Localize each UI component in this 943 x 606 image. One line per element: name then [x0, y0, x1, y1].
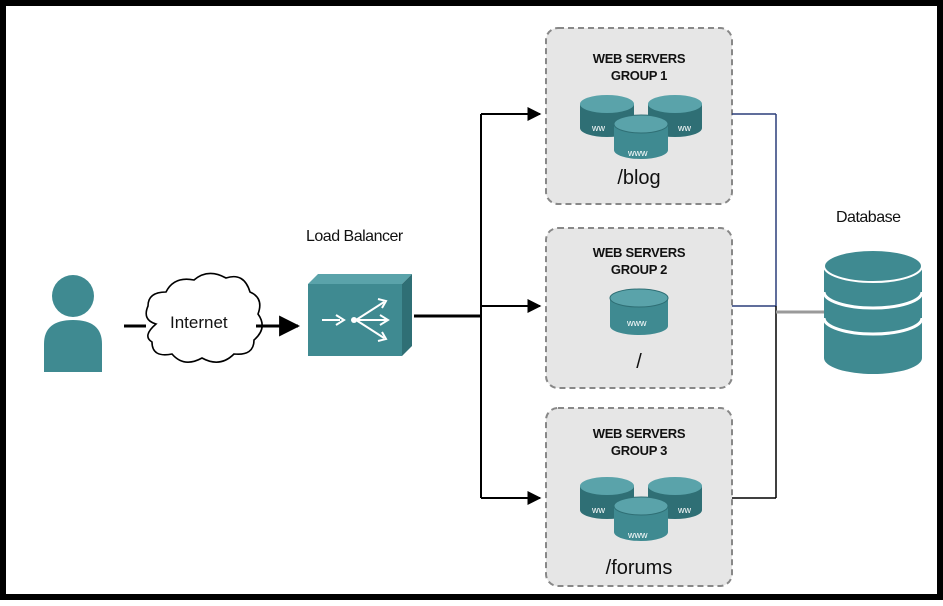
- group-1-server-cluster-icon: ww ww www: [580, 95, 702, 159]
- svg-text:ww: ww: [591, 505, 605, 515]
- group-1-title-line1: WEB SERVERS: [592, 51, 686, 66]
- group-1-title-line2: GROUP 1: [610, 68, 668, 83]
- group-3-server-cluster-icon: ww ww www: [580, 477, 702, 541]
- svg-text:ww: ww: [677, 505, 691, 515]
- group-1-title: WEB SERVERS GROUP 1: [544, 50, 734, 84]
- group-2-server-icon: www: [609, 288, 669, 335]
- group-3-path: /forums: [605, 557, 673, 579]
- svg-text:www: www: [627, 530, 648, 540]
- group-2-title-line1: WEB SERVERS: [592, 245, 686, 260]
- svg-text:www: www: [627, 148, 648, 158]
- group-2-title: WEB SERVERS GROUP 2: [544, 244, 734, 278]
- user-icon: [44, 275, 102, 372]
- group-2-title-line2: GROUP 2: [610, 262, 668, 277]
- group-3-title-line1: WEB SERVERS: [592, 426, 686, 441]
- database-label: Database: [836, 209, 901, 226]
- load-balancer-icon: [308, 274, 412, 356]
- group-1-path: /blog: [617, 167, 661, 189]
- svg-text:ww: ww: [591, 123, 605, 133]
- svg-text:www: www: [626, 318, 647, 328]
- diagram-canvas: ww ww www www ww ww www: [44, 27, 924, 587]
- group-2-path: /: [636, 351, 642, 373]
- internet-label: Internet: [170, 313, 228, 332]
- group-3-title-line2: GROUP 3: [610, 443, 668, 458]
- load-balancer-label: Load Balancer: [306, 228, 403, 245]
- internet-cloud-icon: [145, 272, 263, 363]
- svg-text:ww: ww: [677, 123, 691, 133]
- group-3-title: WEB SERVERS GROUP 3: [544, 425, 734, 459]
- database-icon: [822, 249, 924, 374]
